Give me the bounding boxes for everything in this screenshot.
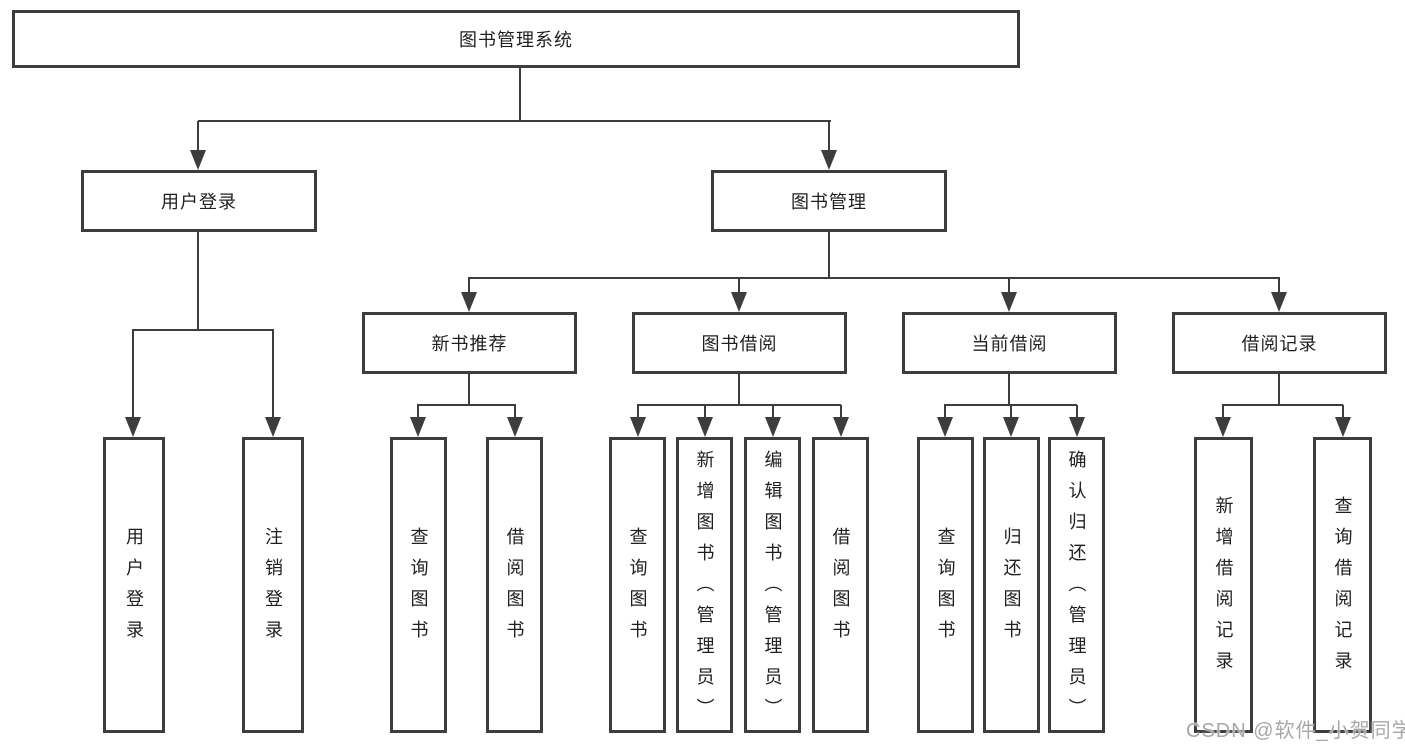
leaf-cb-confirm-return-admin: 确认归还（管理员） <box>1048 437 1105 733</box>
connector-stem-nb-leaf1 <box>417 405 419 419</box>
arrow-borrow-record <box>1271 292 1287 312</box>
arrow-cb-leaf2 <box>1003 417 1019 437</box>
arrow-br-leaf1 <box>1215 417 1231 437</box>
connector-book-borrow-stub <box>738 374 740 406</box>
arrow-cb-leaf3 <box>1069 417 1085 437</box>
connector-stem-br-leaf1 <box>1222 405 1224 419</box>
connector-borrow-record-stub <box>1278 374 1280 406</box>
node-borrow-record: 借阅记录 <box>1172 312 1387 374</box>
connector-stem-cb-leaf1 <box>944 405 946 419</box>
arrow-leaf-logout <box>265 417 281 437</box>
node-user-login-label: 用户登录 <box>161 192 237 212</box>
leaf-cb-return-books-label: 归还图书 <box>1001 527 1022 651</box>
arrow-nb-leaf1 <box>410 417 426 437</box>
connector-stem-leaf-login <box>132 330 134 417</box>
node-user-login: 用户登录 <box>81 170 317 232</box>
arrow-book-borrow <box>731 292 747 312</box>
connector-new-book-stub <box>468 374 470 406</box>
leaf-bb-borrow-books-label: 借阅图书 <box>830 527 851 651</box>
connector-stem-br-leaf2 <box>1342 405 1344 419</box>
leaf-user-login-label: 用户登录 <box>124 527 144 651</box>
leaf-cb-query-books: 查询图书 <box>917 437 974 733</box>
connector-stem-cb-leaf3 <box>1076 405 1078 419</box>
leaf-nb-query-books-label: 查询图书 <box>408 527 429 651</box>
arrow-new-book <box>461 292 477 312</box>
leaf-nb-borrow-books: 借阅图书 <box>486 437 543 733</box>
connector-root-bus <box>198 120 831 122</box>
node-book-management: 图书管理 <box>711 170 947 232</box>
leaf-bb-query-books-label: 查询图书 <box>627 527 648 651</box>
arrow-nb-leaf2 <box>507 417 523 437</box>
leaf-nb-query-books: 查询图书 <box>390 437 447 733</box>
connector-stem-bb-leaf4 <box>840 405 842 419</box>
leaf-br-query-record: 查询借阅记录 <box>1313 437 1372 733</box>
connector-book-management-bus <box>468 277 1280 279</box>
node-book-borrow-label: 图书借阅 <box>701 334 778 354</box>
arrow-bb-leaf4 <box>833 417 849 437</box>
connector-root-stub <box>519 68 521 121</box>
connector-stem-leaf-logout <box>272 330 274 417</box>
leaf-bb-add-books-admin-label: 新增图书（管理员） <box>694 449 715 729</box>
connector-stem-book-management <box>828 121 830 153</box>
connector-user-login-bus <box>132 329 274 331</box>
connector-stem-bb-leaf1 <box>637 405 639 419</box>
leaf-nb-borrow-books-label: 借阅图书 <box>504 527 525 651</box>
connector-stem-current-borrow <box>1008 278 1010 293</box>
arrow-leaf-login <box>125 417 141 437</box>
node-book-management-label: 图书管理 <box>791 192 867 212</box>
arrow-current-borrow <box>1001 292 1017 312</box>
connector-user-login-stub <box>197 232 199 331</box>
node-current-borrow-label: 当前借阅 <box>971 334 1048 354</box>
connector-stem-new-book <box>468 278 470 293</box>
node-book-borrow: 图书借阅 <box>632 312 847 374</box>
leaf-logout-label: 注销登录 <box>263 527 283 651</box>
leaf-bb-edit-books-admin: 编辑图书（管理员） <box>744 437 801 733</box>
leaf-user-login: 用户登录 <box>103 437 165 733</box>
connector-stem-borrow-record <box>1278 278 1280 293</box>
connector-book-management-stub <box>828 232 830 278</box>
leaf-bb-add-books-admin: 新增图书（管理员） <box>676 437 733 733</box>
leaf-cb-return-books: 归还图书 <box>983 437 1040 733</box>
connector-stem-bb-leaf3 <box>772 405 774 419</box>
connector-stem-cb-leaf2 <box>1010 405 1012 419</box>
leaf-bb-query-books: 查询图书 <box>609 437 666 733</box>
arrow-book-management <box>821 150 837 170</box>
leaf-cb-query-books-label: 查询图书 <box>935 527 956 651</box>
leaf-bb-edit-books-admin-label: 编辑图书（管理员） <box>762 449 783 729</box>
arrow-bb-leaf2 <box>697 417 713 437</box>
node-new-book-recommend: 新书推荐 <box>362 312 577 374</box>
leaf-br-query-record-label: 查询借阅记录 <box>1332 496 1353 682</box>
leaf-cb-confirm-return-admin-label: 确认归还（管理员） <box>1066 449 1087 729</box>
node-root-label: 图书管理系统 <box>459 30 573 50</box>
connector-book-borrow-bus <box>637 404 841 406</box>
connector-stem-nb-leaf2 <box>514 405 516 419</box>
csdn-watermark: CSDN @软件_小贺同学 <box>1186 720 1405 742</box>
connector-borrow-record-bus <box>1222 404 1343 406</box>
connector-stem-user-login <box>197 121 199 153</box>
connector-current-borrow-stub <box>1008 374 1010 406</box>
node-borrow-record-label: 借阅记录 <box>1241 334 1318 354</box>
connector-stem-book-borrow <box>738 278 740 293</box>
arrow-cb-leaf1 <box>937 417 953 437</box>
node-new-book-recommend-label: 新书推荐 <box>431 334 508 354</box>
connector-new-book-bus <box>417 404 516 406</box>
leaf-bb-borrow-books: 借阅图书 <box>812 437 869 733</box>
leaf-logout: 注销登录 <box>242 437 304 733</box>
arrow-bb-leaf1 <box>630 417 646 437</box>
node-current-borrow: 当前借阅 <box>902 312 1117 374</box>
leaf-br-add-record-label: 新增借阅记录 <box>1213 496 1234 682</box>
arrow-br-leaf2 <box>1335 417 1351 437</box>
connector-stem-bb-leaf2 <box>704 405 706 419</box>
node-root: 图书管理系统 <box>12 10 1020 68</box>
leaf-br-add-record: 新增借阅记录 <box>1194 437 1253 733</box>
arrow-bb-leaf3 <box>765 417 781 437</box>
arrow-user-login <box>190 150 206 170</box>
